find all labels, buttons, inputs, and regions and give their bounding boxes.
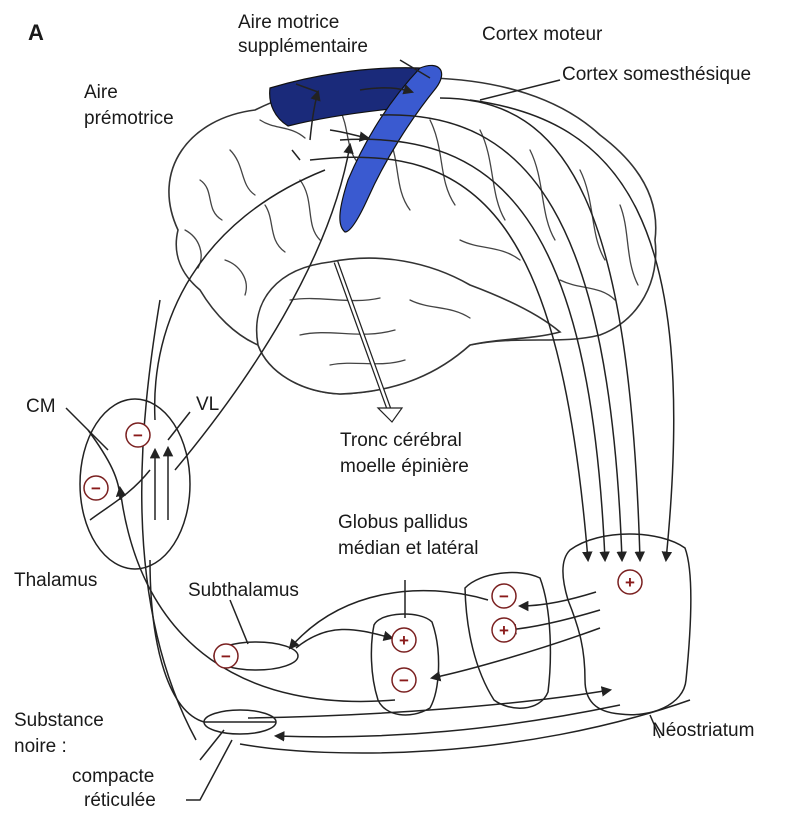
- label-substantia-line1: Substance: [14, 710, 104, 731]
- neostriatum-plus-sign: +: [625, 573, 635, 592]
- label-globus-pallidus-line1: Globus pallidus: [338, 512, 468, 533]
- vl-minus-sign: −: [133, 426, 143, 445]
- label-brainstem-line2: moelle épinière: [340, 456, 469, 477]
- brain-illustration: [169, 77, 656, 394]
- label-globus-pallidus-line2: médian et latéral: [338, 538, 478, 559]
- label-premotor-line2: prémotrice: [84, 108, 174, 129]
- label-neostriatum: Néostriatum: [652, 720, 754, 741]
- label-reticulata: réticulée: [84, 790, 156, 811]
- subthalamus-minus-sign: −: [221, 647, 231, 666]
- panel-letter: A: [28, 20, 44, 45]
- neostriatum-outline: [563, 534, 691, 715]
- label-supp-motor-line2: supplémentaire: [238, 36, 368, 57]
- label-cm: CM: [26, 396, 56, 417]
- label-somatosensory-cortex: Cortex somesthésique: [562, 64, 751, 85]
- label-vl: VL: [196, 394, 219, 415]
- gpl-minus-sign: −: [499, 587, 509, 606]
- gpm-plus-sign: +: [399, 631, 409, 650]
- label-subthalamus: Subthalamus: [188, 580, 299, 601]
- label-thalamus: Thalamus: [14, 570, 97, 591]
- gpm-minus-sign: −: [399, 671, 409, 690]
- cm-minus-sign: −: [91, 479, 101, 498]
- label-compacta: compacte: [72, 766, 154, 787]
- label-motor-cortex: Cortex moteur: [482, 24, 603, 45]
- label-premotor-line1: Aire: [84, 82, 118, 103]
- label-substantia-line2: noire :: [14, 736, 67, 757]
- gpl-plus-sign: +: [499, 621, 509, 640]
- label-brainstem-line1: Tronc cérébral: [340, 430, 462, 451]
- label-supp-motor-line1: Aire motrice: [238, 12, 339, 33]
